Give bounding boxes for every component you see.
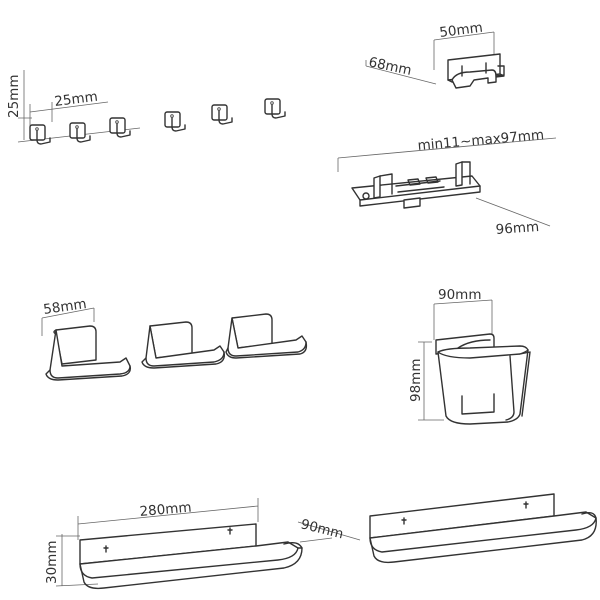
hooks-group: 25mm 25mm <box>6 70 286 145</box>
cup-holder-group: 90mm 98mm <box>408 287 531 425</box>
shelf-icon <box>369 493 597 564</box>
hook-icon <box>109 117 131 138</box>
shelf-icon <box>79 523 303 590</box>
shelf-depth-label: 90mm <box>299 516 345 542</box>
hook-icon <box>69 122 91 143</box>
bracket-width-label: 50mm <box>439 20 484 41</box>
hook-icon <box>211 104 233 125</box>
clamp-icon <box>351 161 481 209</box>
bracket-depth-dim-line <box>365 60 437 85</box>
hook-width-dim-ticks <box>29 102 53 126</box>
holder-width-dim-line <box>41 307 95 336</box>
clamp-range-dim-line <box>337 137 557 172</box>
headphone-holder-icon <box>225 313 308 359</box>
hook-icon <box>164 111 186 132</box>
hook-height-label: 25mm <box>6 75 22 118</box>
cup-height-dim-line <box>418 341 444 421</box>
cup-height-label: 98mm <box>408 359 424 402</box>
shelf-height-dim-line <box>55 534 99 587</box>
shelf-length-label: 280mm <box>139 500 192 520</box>
shelf-depth-dim-line <box>297 521 361 543</box>
shelf-group <box>369 493 597 564</box>
hook-icon <box>264 98 286 119</box>
small-bracket-group: 50mm 68mm <box>365 20 505 89</box>
headphone-holders-group: 58mm <box>41 296 308 381</box>
clamp-depth-label: 96mm <box>495 219 539 238</box>
hook-width-dim-line <box>29 101 109 113</box>
cup-width-label: 90mm <box>438 287 481 303</box>
headphone-holder-icon <box>45 325 132 381</box>
shelf-height-label: 30mm <box>44 541 60 584</box>
cup-holder-icon <box>435 333 531 425</box>
clamp-depth-dim-line <box>475 197 551 227</box>
headphone-holder-icon <box>141 321 226 369</box>
bracket-icon <box>447 53 505 89</box>
hook-icon <box>29 124 51 145</box>
clamp-range-label: min11~max97mm <box>417 127 545 154</box>
shelf-with-dimensions-group: 280mm 30mm 90mm <box>44 498 361 590</box>
bracket-depth-label: 68mm <box>367 54 413 79</box>
clamp-group: min11~max97mm 96mm <box>337 127 557 238</box>
hook-width-label: 25mm <box>54 89 99 110</box>
cup-width-dim-line <box>433 299 493 340</box>
holder-width-label: 58mm <box>42 296 87 318</box>
